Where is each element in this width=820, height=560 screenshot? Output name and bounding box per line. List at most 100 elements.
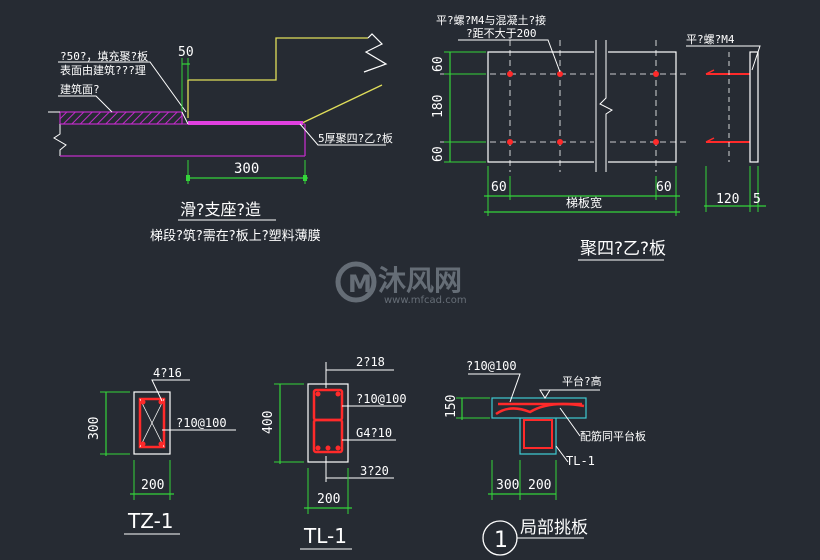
teflon-plate-detail: 平?螺?M4与混凝土?接 ?距不大于200 60 180 60 60 60 梯板… [431, 13, 766, 261]
sliding-support-detail: 50 ?50?，填充聚?板 表面由建筑???理 建筑面? 5厚聚四?乙?板 30… [48, 33, 393, 244]
tl1-rebar [335, 445, 341, 451]
tl1-outline [307, 383, 349, 463]
side-plate [749, 51, 759, 163]
label-teflon: 5厚聚四?乙?板 [318, 131, 393, 145]
note-bolt: 平?螺?M4与混凝土?接 [436, 13, 546, 27]
detail-number: 1 [494, 528, 508, 553]
dim-5: 5 [753, 192, 761, 207]
tl1-rebar [315, 391, 321, 397]
tl1-top-bar: 2?18 [356, 355, 385, 369]
bolt-hole [557, 71, 563, 77]
tz1-title: TZ-1 [127, 509, 174, 533]
note-surface: 表面由建筑???理 [60, 63, 146, 77]
tz1-dim-300: 300 [87, 417, 102, 440]
landing-break [53, 124, 67, 156]
watermark-brand: 沐风网 [378, 264, 462, 297]
stair-break-line [363, 33, 388, 73]
leader-teflon [299, 123, 386, 146]
bolt-hole [557, 139, 563, 145]
plate-outline [487, 51, 677, 163]
detail-stirrup: ?10@100 [466, 359, 517, 373]
watermark: M 沐风网 www.mfcad.com [335, 261, 467, 306]
dim-180: 180 [431, 95, 446, 118]
beam-leader [555, 445, 569, 463]
bolt-hole [653, 139, 659, 145]
bolt-hole [653, 71, 659, 77]
detail-dim-300: 300 [496, 478, 519, 493]
stair-outline [187, 37, 368, 118]
dim-60-bottom: 60 [431, 146, 446, 162]
tz1-rebar-main: 4?16 [153, 366, 182, 380]
tz1-rebar [158, 441, 164, 447]
side-leader [686, 45, 761, 71]
tz1-dim-200: 200 [141, 478, 164, 493]
label-width: 梯板宽 [566, 195, 602, 210]
note-50: ?50?，填充聚?板 [60, 49, 148, 63]
note-spacing: ?距不大于200 [466, 26, 537, 40]
slide-title: 滑?支座?造 [180, 200, 261, 219]
leader-note-50 [58, 61, 187, 113]
gap-line [181, 111, 189, 125]
stair-soffit [299, 84, 383, 125]
tz1-rebar [158, 399, 164, 405]
tl1-dim-200: 200 [317, 492, 340, 507]
dim-60-top: 60 [431, 56, 446, 72]
tl1-rebar [315, 445, 321, 451]
rebar-leader [559, 407, 581, 437]
tl1-stirrup-bottom [312, 418, 344, 454]
tz1-stirrup [138, 397, 166, 449]
tl1-title: TL-1 [303, 524, 347, 548]
detail-dim-200: 200 [528, 478, 551, 493]
tl1-dim-400: 400 [261, 411, 276, 434]
tl1-rebar [335, 391, 341, 397]
watermark-url: www.mfcad.com [384, 295, 467, 306]
beam-outline [519, 418, 557, 455]
detail-beam-label: TL-1 [566, 454, 595, 468]
slab-rebar [495, 402, 585, 416]
plate-title: 聚四?乙?板 [580, 239, 666, 259]
cantilever-detail: ?10@100 平台?高 配筋同平台板 TL-1 150 300 200 1 局… [444, 359, 646, 556]
tl1-bottom-bar: 3?20 [360, 464, 389, 478]
bolt-leader [458, 39, 561, 73]
watermark-logo-icon [335, 261, 377, 303]
slab-outline [491, 397, 587, 419]
dim-tick [303, 175, 307, 181]
tl1-section: 2?18 ?10@100 G4?10 3?20 400 200 TL-1 [261, 355, 407, 550]
dim-right-60: 60 [656, 180, 672, 195]
tz1-section: 4?16 ?10@100 300 200 TZ-1 [87, 366, 236, 535]
side-note: 平?螺?M4 [686, 33, 735, 46]
detail-dim-150: 150 [444, 395, 459, 418]
dim-tick [186, 175, 190, 181]
stirrup-leader [468, 373, 521, 403]
tl1-stirrup-label: ?10@100 [356, 392, 407, 406]
tl1-waist: G4?10 [356, 426, 392, 440]
tl1-rebar [325, 445, 331, 451]
dim-120: 120 [716, 192, 739, 207]
tz1-stirrup-label: ?10@100 [176, 416, 227, 430]
note-floor: 建筑面? [60, 82, 100, 96]
slide-subtitle: 梯段?筑?需在?板上?塑料薄膜 [150, 228, 321, 244]
bolt-hole [507, 139, 513, 145]
beam-stirrup [523, 419, 553, 449]
teflon-strip [188, 121, 303, 125]
detail-rebar-note: 配筋同平台板 [580, 429, 646, 443]
bolt-side-head [705, 137, 715, 143]
landing-hatch [59, 111, 183, 125]
dim-50-text: 50 [178, 45, 194, 60]
dim-left-60: 60 [491, 180, 507, 195]
bolt-side-head [705, 69, 715, 75]
break-gap [594, 40, 608, 172]
detail-title: 局部挑板 [520, 518, 588, 538]
tz1-rebar [140, 441, 146, 447]
break-line-b [599, 40, 613, 172]
tz1-outline [133, 391, 171, 455]
dim-300-text: 300 [234, 161, 259, 177]
tz1-rebar [140, 399, 146, 405]
tz1-diag [139, 398, 165, 448]
watermark-logo-letter: M [348, 270, 372, 298]
bolt-hole [507, 71, 513, 77]
detail-elev: 平台?高 [562, 374, 602, 388]
leader-floor [58, 95, 113, 113]
